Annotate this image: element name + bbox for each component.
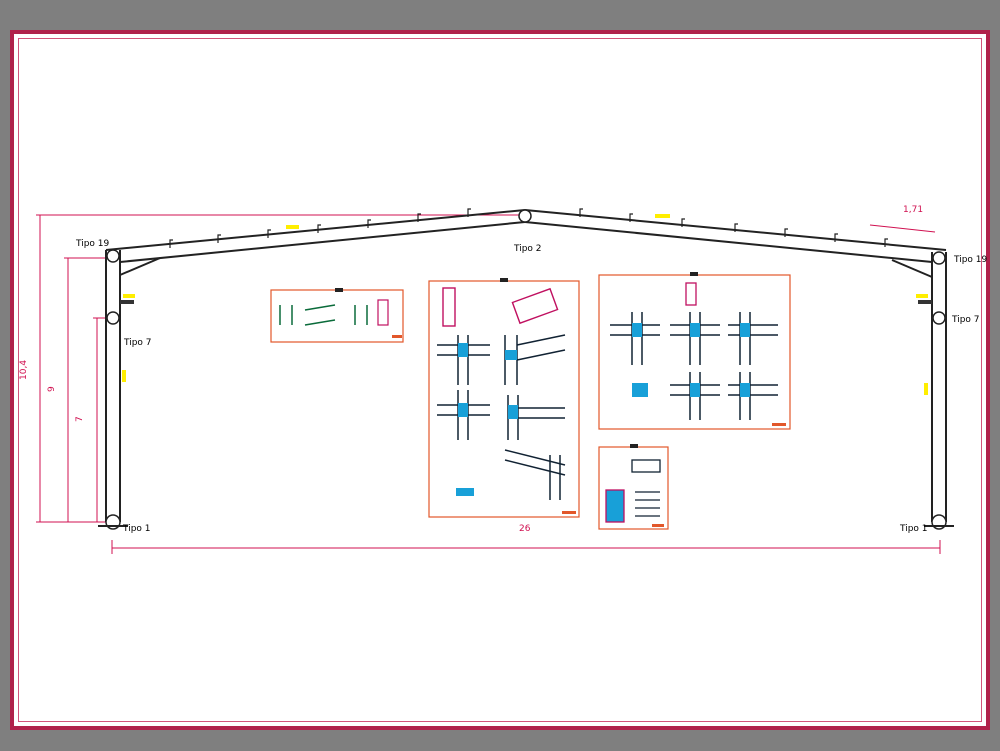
- dim-detail-width: 26: [519, 524, 531, 534]
- highlight-markers: [122, 214, 928, 395]
- label-left-mid: Tipo 7: [123, 338, 152, 348]
- label-left-top: Tipo 19: [75, 239, 110, 249]
- sheet-inner-border: [18, 38, 982, 722]
- span-dimension: [111, 540, 941, 554]
- purlin-spacing-dimension: 1,71: [869, 205, 936, 233]
- detail-panel-3: [598, 272, 791, 430]
- detail-panel-1: [270, 288, 404, 343]
- dim-bracket-height: 7: [75, 416, 85, 422]
- dim-eave-height: 9: [47, 386, 57, 392]
- label-left-base: Tipo 1: [122, 524, 151, 534]
- detail-panel-4: [598, 444, 669, 530]
- steel-portal-frame: [98, 208, 954, 530]
- detail-panel-2: 26: [428, 278, 580, 534]
- label-ridge: Tipo 2: [513, 244, 542, 254]
- label-right-mid: Tipo 7: [951, 315, 980, 325]
- dim-overall-height: 10,4: [19, 360, 29, 380]
- label-right-base: Tipo 1: [899, 524, 928, 534]
- dim-purlin-spacing: 1,71: [903, 205, 923, 215]
- label-right-top: Tipo 19: [953, 255, 988, 265]
